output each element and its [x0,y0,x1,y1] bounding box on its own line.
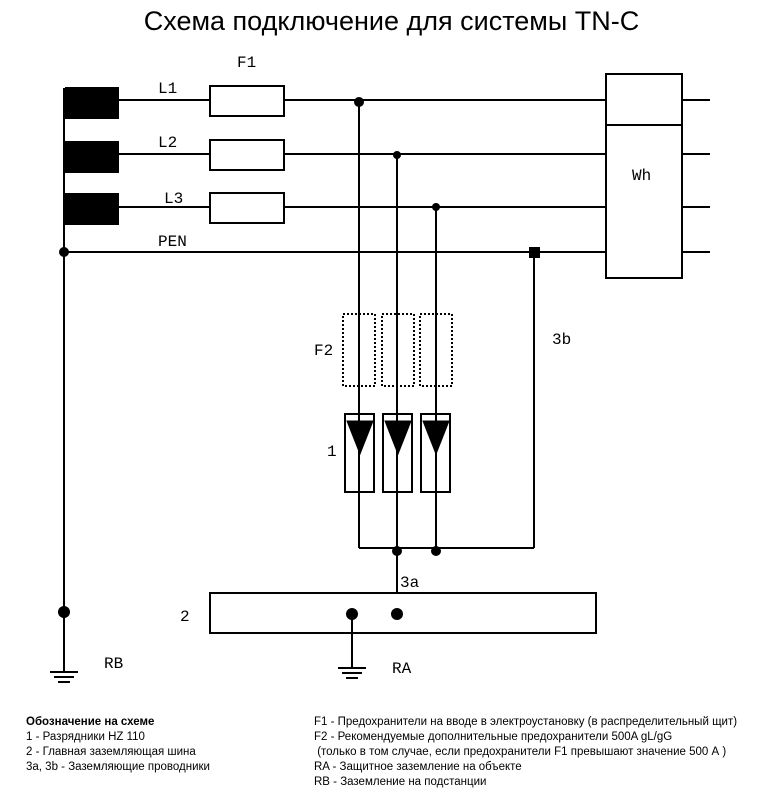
legend-item: F2 - Рекомендуемые дополнительные предох… [314,731,673,743]
legend-item: 1 - Разрядники HZ 110 [26,731,145,743]
label-rb: RB [104,655,123,673]
main-ground-bar [209,592,597,634]
legend-item: 2 - Главная заземляющая шина [26,746,196,758]
transformer-winding-l3 [65,193,119,225]
junction-dot [432,203,440,211]
legend-item: 3a, 3b - Заземляющие проводники [26,761,210,773]
diagram-title: Схема подключение для системы TN-C [143,6,640,36]
junction-dot [354,97,364,107]
label-wh: Wh [632,167,651,185]
label-3a: 3a [400,574,420,592]
label-ra: RA [392,660,412,678]
label-1: 1 [327,443,337,461]
transformer-winding-l2 [65,141,119,173]
legend-right: F1 - Предохранители на вводе в электроус… [314,715,737,790]
legend-item: (только в том случае, если предохранител… [314,746,727,758]
arrester-triangle-2 [384,420,412,456]
fuse-f1-l3 [209,192,285,224]
junction-dot [393,151,401,159]
junction-dot [59,247,69,257]
label-l1: L1 [158,80,177,98]
label-f2: F2 [314,342,333,360]
label-3b: 3b [552,331,571,349]
fuse-f1-l1 [209,85,285,117]
label-pen: PEN [158,233,187,251]
legend-heading: Обозначение на схеме [26,716,155,728]
junction-dot [346,608,358,620]
junction-dot [391,608,403,620]
junction-dot [431,546,441,556]
junction-dot [58,606,70,618]
label-l3: L3 [164,190,183,208]
label-l2: L2 [158,134,177,152]
legend-left: Обозначение на схеме 1 - Разрядники HZ 1… [26,715,210,775]
fuses-f2 [342,313,453,387]
label-2: 2 [180,608,190,626]
legend-item: F1 - Предохранители на вводе в электроус… [314,716,738,728]
arrester-triangle-1 [346,420,374,456]
legend-item: RA - Защитное заземление на объекте [314,761,522,773]
label-f1: F1 [237,54,256,72]
transformer-winding-l1 [65,87,119,119]
meter-wh [605,73,683,279]
fuse-f1-l2 [209,139,285,171]
legend-item: RB - Заземление на подстанции [314,776,487,788]
arrester-triangle-3 [422,420,450,456]
junction-dot [392,546,402,556]
junction-dot [529,247,540,258]
